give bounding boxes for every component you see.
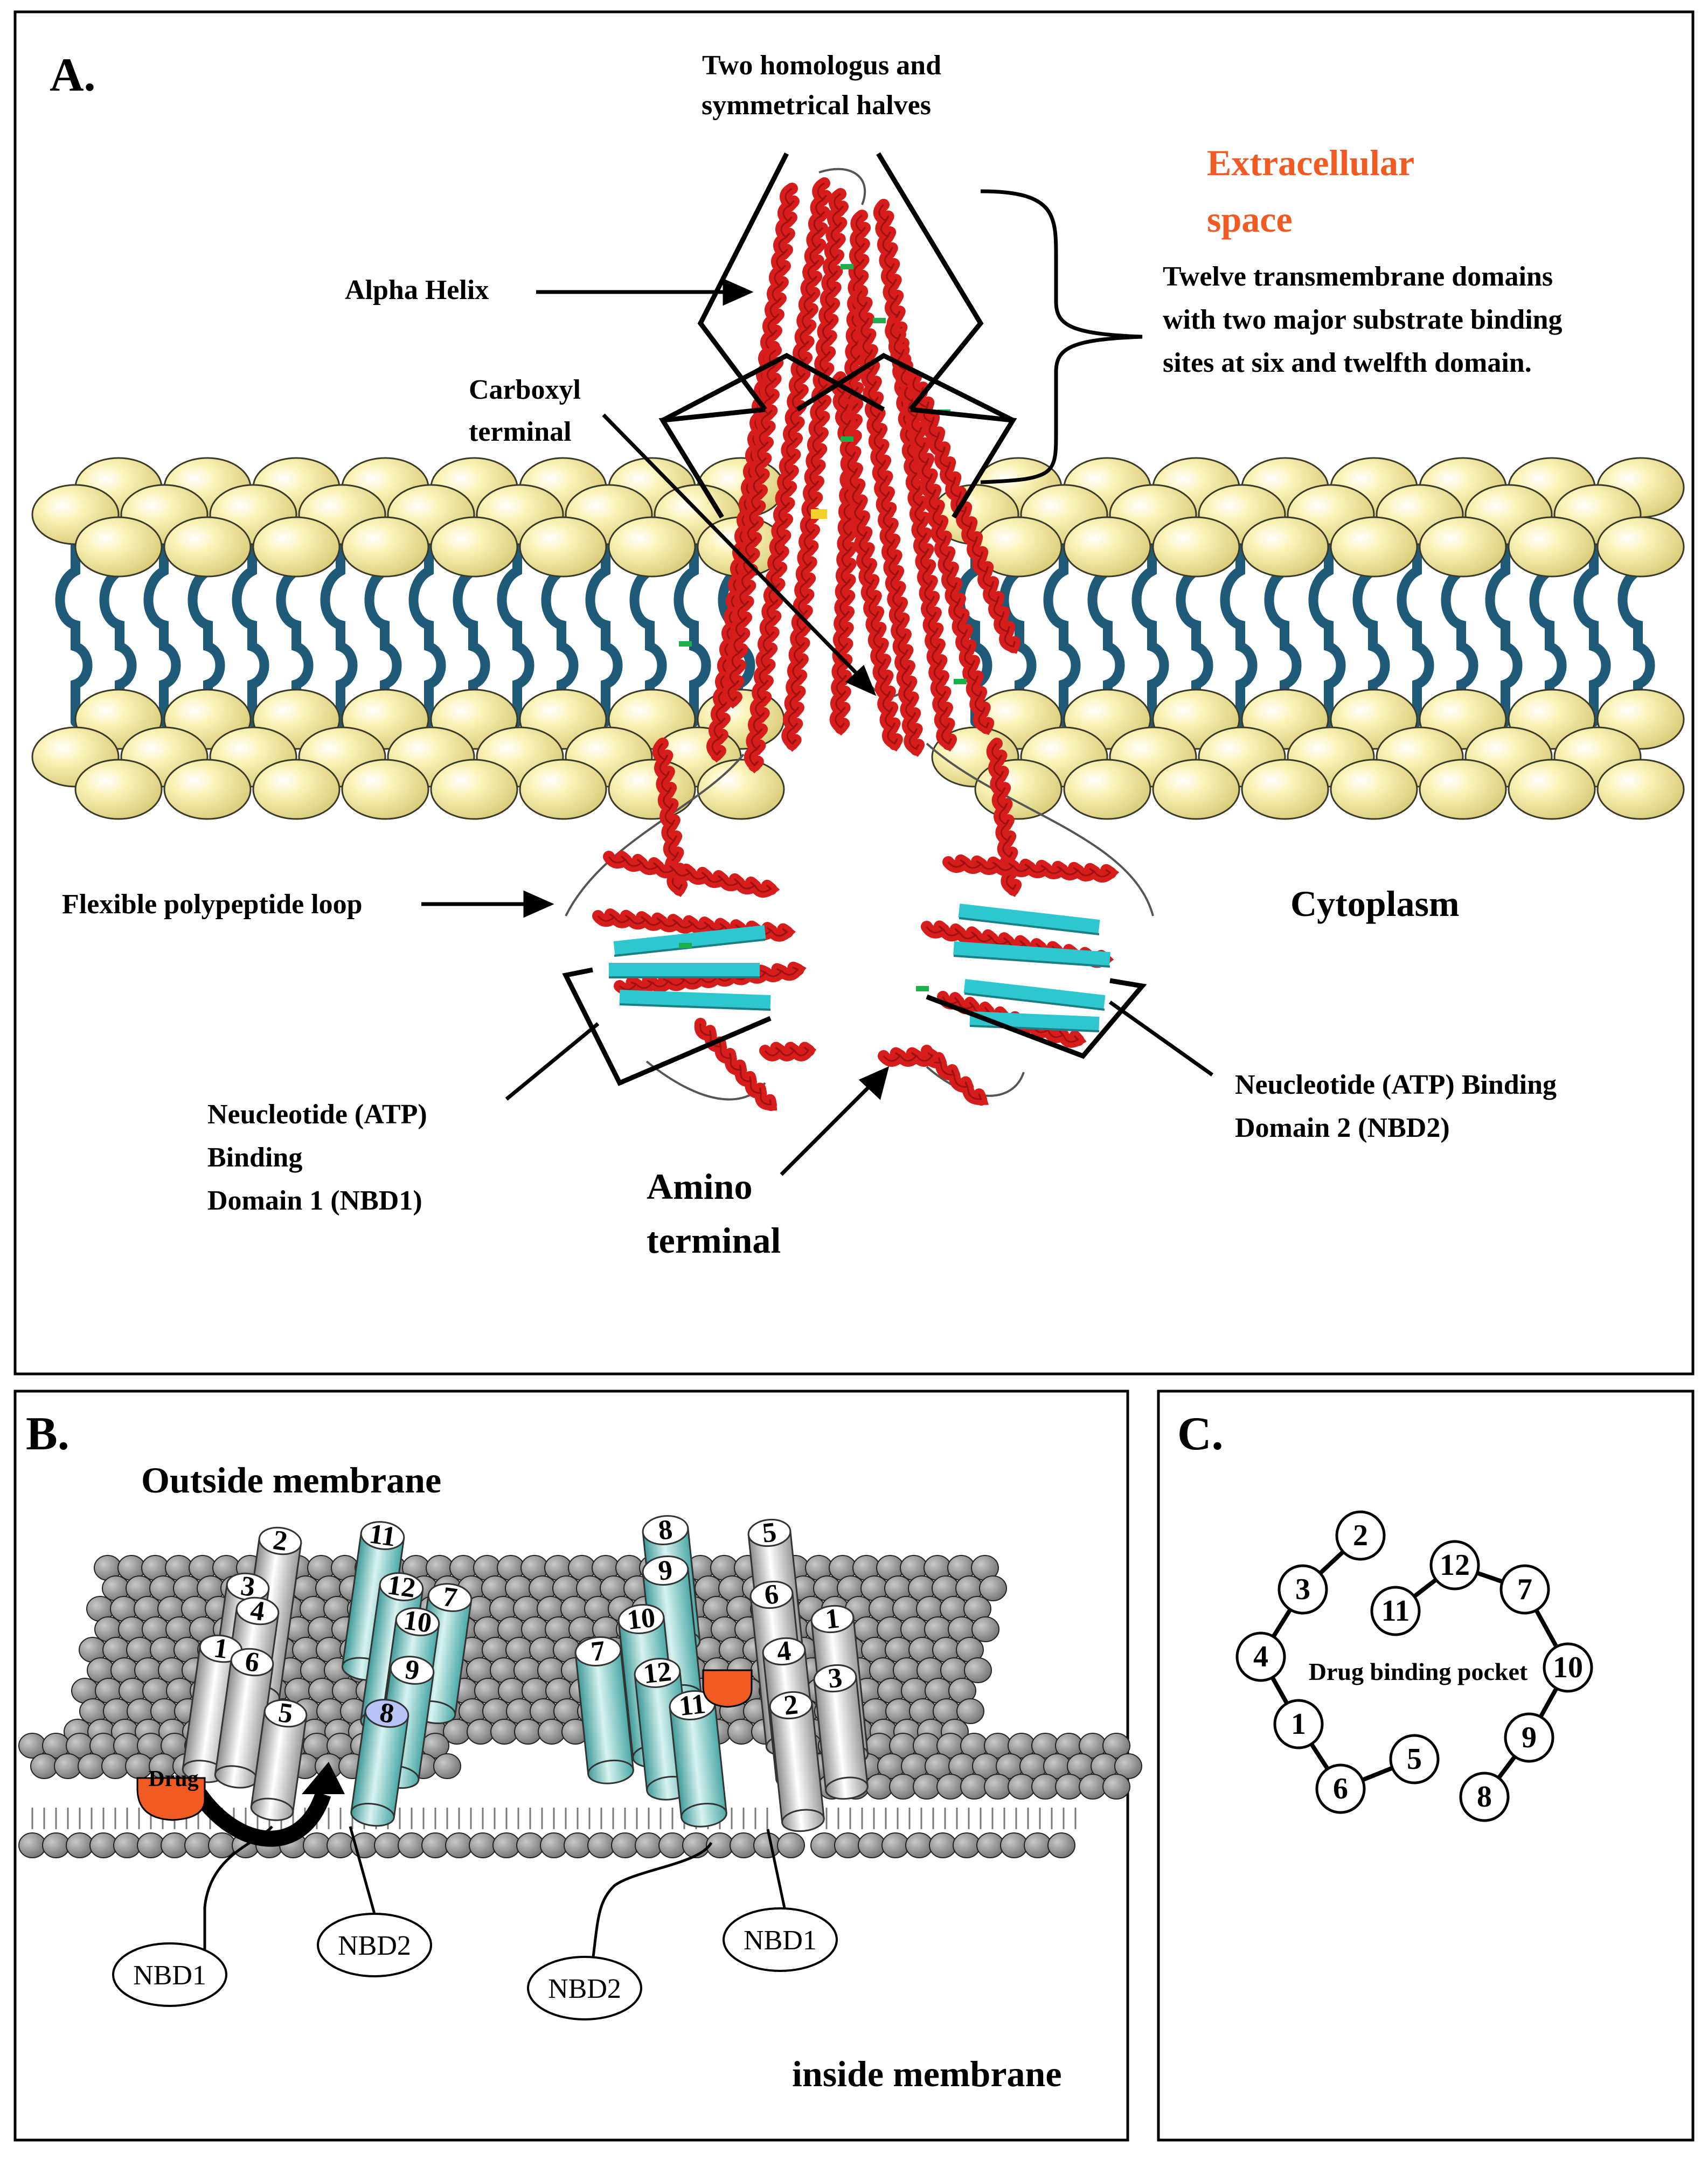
svg-text:1: 1 bbox=[1291, 1707, 1306, 1741]
svg-text:8: 8 bbox=[1477, 1780, 1492, 1814]
svg-text:11: 11 bbox=[678, 1689, 707, 1722]
pocket-node-5: 5 bbox=[1389, 1734, 1440, 1784]
pocket-node-7: 7 bbox=[1499, 1564, 1550, 1615]
pocket-node-4: 4 bbox=[1235, 1631, 1286, 1682]
label-amino-2: terminal bbox=[647, 1220, 781, 1261]
label-cytoplasm: Cytoplasm bbox=[1290, 883, 1460, 924]
lipid-bilayer bbox=[31, 457, 1685, 820]
svg-text:8: 8 bbox=[657, 1514, 674, 1546]
svg-text:10: 10 bbox=[401, 1605, 433, 1639]
svg-text:2: 2 bbox=[782, 1689, 800, 1721]
nbd-left-1: NBD1 bbox=[133, 1960, 206, 1991]
label-carboxyl-1: Carboxyl bbox=[469, 374, 581, 405]
svg-text:2: 2 bbox=[1353, 1519, 1368, 1552]
drug-label: Drug bbox=[148, 1767, 198, 1791]
svg-text:5: 5 bbox=[1407, 1742, 1422, 1776]
panel-a-frame bbox=[13, 10, 1695, 1376]
label-carboxyl-2: terminal bbox=[469, 416, 572, 447]
svg-text:10: 10 bbox=[626, 1602, 657, 1636]
svg-text:11: 11 bbox=[367, 1518, 398, 1552]
svg-text:9: 9 bbox=[657, 1554, 674, 1586]
label-nbd2-1: Neucleotide (ATP) Binding bbox=[1235, 1069, 1557, 1100]
label-alpha-helix: Alpha Helix bbox=[345, 275, 489, 305]
label-two-halves-2: symmetrical halves bbox=[702, 90, 931, 121]
label-nbd1-3: Domain 1 (NBD1) bbox=[207, 1185, 422, 1216]
svg-text:12: 12 bbox=[385, 1569, 417, 1604]
pocket-node-2: 2 bbox=[1335, 1510, 1386, 1561]
drug-right bbox=[702, 1669, 753, 1708]
helix-teal-left-8: 8 bbox=[350, 1697, 409, 1827]
label-outside-membrane: Outside membrane bbox=[141, 1460, 441, 1501]
panel-b-letter: B. bbox=[26, 1408, 70, 1460]
label-flexible-loop: Flexible polypeptide loop bbox=[62, 889, 363, 920]
nbd-ovals bbox=[112, 1907, 838, 2020]
svg-text:10: 10 bbox=[1553, 1651, 1583, 1684]
label-nbd2-2: Domain 2 (NBD2) bbox=[1235, 1113, 1450, 1143]
nbd-right-2: NBD1 bbox=[744, 1925, 817, 1956]
panel-c-frame bbox=[1157, 1390, 1695, 2142]
svg-text:7: 7 bbox=[1517, 1573, 1532, 1606]
label-two-halves-1: Two homologus and bbox=[702, 50, 941, 81]
drug-efflux-arrowhead bbox=[302, 1762, 345, 1794]
label-amino-1: Amino bbox=[647, 1166, 752, 1207]
label-twelve-tm-1: Twelve transmembrane domains bbox=[1163, 261, 1553, 292]
pocket-node-10: 10 bbox=[1543, 1642, 1593, 1693]
helix-teal-right-7: 7 bbox=[574, 1635, 634, 1784]
panel-c-letter: C. bbox=[1177, 1408, 1224, 1460]
pocket-node-6: 6 bbox=[1315, 1763, 1366, 1814]
label-extracellular-1: Extracellular bbox=[1207, 142, 1414, 183]
helix-grey-right-3: 3 bbox=[813, 1662, 869, 1800]
svg-text:12: 12 bbox=[1440, 1548, 1470, 1582]
pocket-node-3: 3 bbox=[1277, 1564, 1328, 1615]
label-nbd1-2: Binding bbox=[207, 1142, 302, 1173]
label-twelve-tm-3: sites at six and twelfth domain. bbox=[1163, 348, 1532, 378]
svg-text:6: 6 bbox=[763, 1579, 780, 1610]
helix-grey-left-5: 5 bbox=[250, 1697, 308, 1821]
drug-left bbox=[136, 1777, 206, 1821]
pocket-node-11: 11 bbox=[1370, 1586, 1421, 1636]
curly-brace bbox=[980, 189, 1143, 484]
label-twelve-tm-2: with two major substrate binding bbox=[1163, 304, 1563, 335]
svg-text:5: 5 bbox=[761, 1517, 778, 1548]
svg-text:3: 3 bbox=[827, 1662, 844, 1694]
helix-teal-right-11: 11 bbox=[669, 1689, 727, 1828]
pocket-node-8: 8 bbox=[1459, 1772, 1510, 1822]
svg-text:4: 4 bbox=[775, 1635, 793, 1667]
label-inside-membrane: inside membrane bbox=[792, 2053, 1062, 2094]
pocket-node-1: 1 bbox=[1273, 1699, 1324, 1749]
label-drug-binding-pocket: Drug binding pocket bbox=[1309, 1658, 1528, 1685]
svg-text:1: 1 bbox=[824, 1603, 841, 1635]
drug-binding-pocket: 2 3 4 16 5 12 11 7 10 98 bbox=[1235, 1510, 1593, 1822]
svg-text:4: 4 bbox=[1253, 1640, 1268, 1673]
label-nbd1-1: Neucleotide (ATP) bbox=[207, 1099, 427, 1130]
svg-text:11: 11 bbox=[1381, 1594, 1410, 1628]
halves-outline bbox=[562, 152, 1147, 1086]
panel-a-arrows bbox=[421, 278, 1214, 1176]
helix-grey-right-2: 2 bbox=[769, 1689, 825, 1832]
drug-efflux-arrow bbox=[192, 1789, 331, 1847]
lipid-tails bbox=[55, 534, 1655, 727]
lipid-heads bbox=[31, 457, 1685, 820]
nbd-left-2: NBD2 bbox=[338, 1930, 411, 1961]
svg-text:7: 7 bbox=[589, 1635, 607, 1667]
nbd-right-1: NBD2 bbox=[548, 1974, 621, 2004]
svg-text:3: 3 bbox=[1295, 1573, 1310, 1606]
svg-text:9: 9 bbox=[1522, 1721, 1537, 1754]
pocket-node-9: 9 bbox=[1504, 1712, 1554, 1763]
p-glycoprotein-structure bbox=[565, 168, 1154, 1112]
label-extracellular-2: space bbox=[1207, 199, 1293, 240]
svg-text:6: 6 bbox=[1333, 1772, 1348, 1805]
pocket-node-12: 12 bbox=[1429, 1540, 1480, 1591]
nbd-tethers bbox=[203, 1825, 788, 1962]
panel-a-letter: A. bbox=[50, 49, 96, 101]
svg-text:12: 12 bbox=[642, 1656, 673, 1690]
